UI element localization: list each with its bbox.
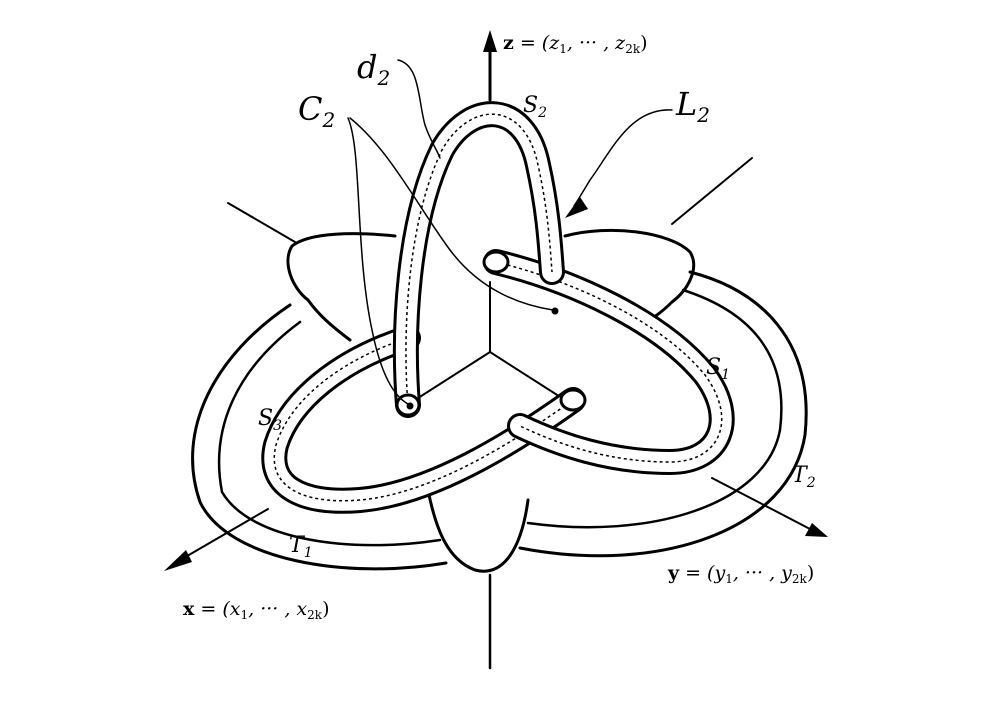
c2-point-right: [551, 307, 559, 315]
c2-label: C2: [298, 90, 335, 132]
s3-tube-end: [559, 388, 587, 412]
d2-label: d2: [357, 48, 390, 90]
z-arrowhead: [483, 30, 497, 52]
y-axis-line: [711, 477, 811, 530]
s3-label: S3: [258, 406, 282, 434]
l2-arrowhead: [565, 197, 588, 218]
x-axis-label: x = (x1, ··· , x2k): [183, 598, 329, 622]
body-spine-right: [489, 351, 566, 401]
y-arrowhead: [805, 523, 828, 537]
body-right-lobe: [563, 228, 696, 328]
s2-tube-core: [405, 113, 553, 406]
s3-tube-core: [273, 337, 574, 502]
leader-lines: [347, 59, 673, 405]
body-left-lobe: [286, 232, 397, 342]
c2-leader-left: [347, 117, 409, 405]
s3-tube: [261, 325, 587, 514]
c2-leader-right: [349, 117, 554, 311]
t2-band-inner: [526, 288, 783, 529]
y-axis-label: y = (y1, ··· , y2k): [667, 562, 814, 586]
t1-band-outer: [191, 303, 448, 571]
l2-leader: [573, 109, 673, 207]
z-axis-label: z = (z1, ··· , z2k): [503, 32, 648, 56]
t1-label: T1: [289, 533, 313, 561]
body-bottom-lobe: [426, 488, 530, 573]
body-spine-left: [414, 351, 491, 401]
l2-label: L2: [675, 85, 710, 127]
t1-band-inner: [217, 320, 442, 547]
s2-label: S2: [523, 93, 547, 121]
d2-leader: [397, 59, 441, 159]
s1-label: S1: [706, 355, 730, 383]
t2-band-outer: [518, 270, 808, 558]
s1-tube: [482, 249, 735, 475]
x-axis-line: [181, 508, 269, 560]
upper-left-axis-line: [227, 202, 296, 243]
s1-tube-end: [482, 250, 510, 274]
t2-label: T2: [792, 463, 816, 491]
central-body: [286, 228, 696, 573]
x-arrowhead: [164, 550, 192, 571]
axis-lines: [181, 48, 811, 670]
t-surfaces: [191, 270, 808, 571]
arrowheads: [164, 30, 828, 571]
upper-right-axis-line: [671, 157, 753, 225]
